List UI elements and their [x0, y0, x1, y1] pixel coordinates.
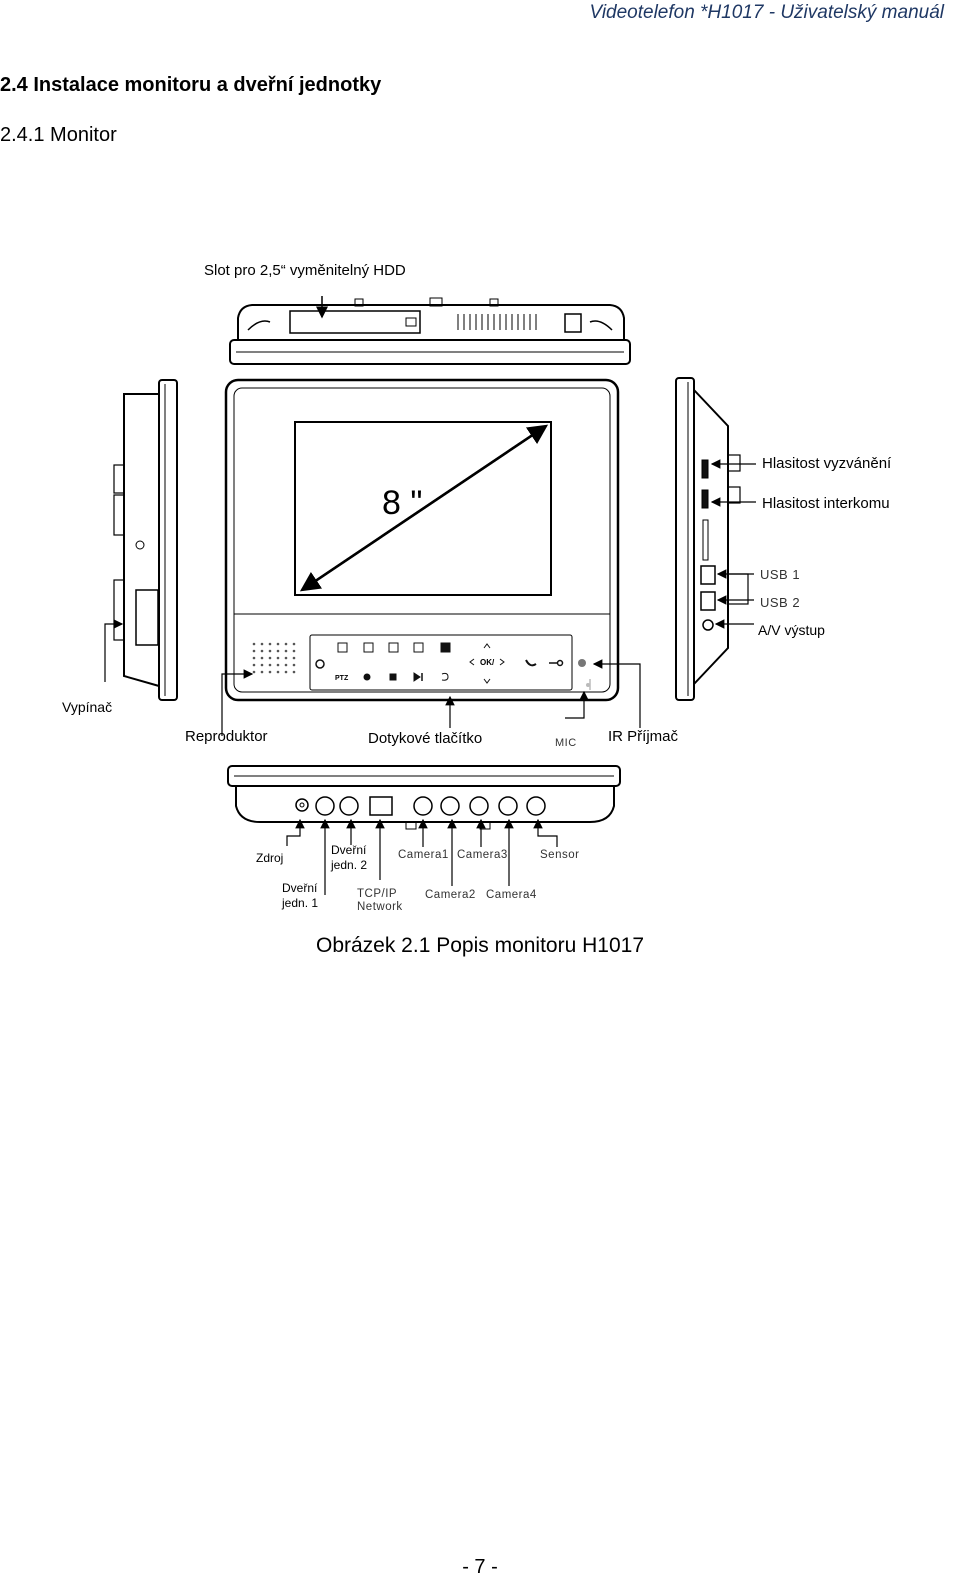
touch-buttons-label: Dotykové tlačítko — [368, 730, 483, 747]
page-number: - 7 - — [462, 1556, 498, 1578]
ptz-label: PTZ — [335, 675, 349, 682]
speaker-label: Reproduktor — [185, 728, 268, 745]
door-unit-2-label: Dveřní jedn. 2 — [331, 843, 368, 872]
monitor-left-side-view — [113, 379, 178, 701]
touch-button-icons — [315, 642, 564, 684]
mic-label: MIC — [555, 737, 577, 749]
ring-volume-label: Hlasitost vyzvánění — [762, 455, 892, 472]
ir-receiver-label: IR Příjmač — [608, 728, 679, 745]
power-input-label: Zdroj — [256, 851, 284, 865]
monitor-right-side-view — [675, 377, 749, 701]
hdd-slot-label: Slot pro 2,5“ vyměnitelný HDD — [204, 262, 406, 279]
camera1-label: Camera1 — [398, 849, 449, 861]
ir-sensor-dot — [578, 659, 586, 667]
intercom-volume-label: Hlasitost interkomu — [762, 495, 890, 512]
screen-size-text: 8 " — [382, 484, 422, 522]
monitor-bottom-view — [227, 765, 621, 830]
av-output-label: A/V výstup — [758, 622, 825, 638]
camera2-label: Camera2 — [425, 889, 476, 901]
usb2-label: USB 2 — [760, 595, 801, 610]
camera3-label: Camera3 — [457, 849, 508, 861]
sensor-label: Sensor — [540, 849, 580, 861]
door-unit-1-label: Dveřní jedn. 1 — [282, 881, 319, 910]
svg-text:OK/: OK/ — [480, 658, 495, 667]
monitor-top-view — [229, 297, 631, 365]
usb1-label: USB 1 — [760, 567, 801, 582]
monitor-front-view — [224, 378, 620, 702]
figure-caption: Obrázek 2.1 Popis monitoru H1017 — [315, 934, 644, 957]
subsection-heading: 2.4.1 Monitor — [0, 124, 117, 146]
tcpip-label: TCP/IP Network — [357, 888, 403, 913]
power-switch-label: Vypínač — [62, 699, 113, 715]
running-header: Videotelefon *H1017 - Uživatelský manuál — [589, 2, 944, 23]
monitor-diagram: 8 " OK/ PTZ — [104, 296, 756, 895]
camera4-label: Camera4 — [486, 889, 537, 901]
speaker-grille — [252, 642, 296, 674]
section-heading: 2.4 Instalace monitoru a dveřní jednotky — [0, 74, 382, 96]
